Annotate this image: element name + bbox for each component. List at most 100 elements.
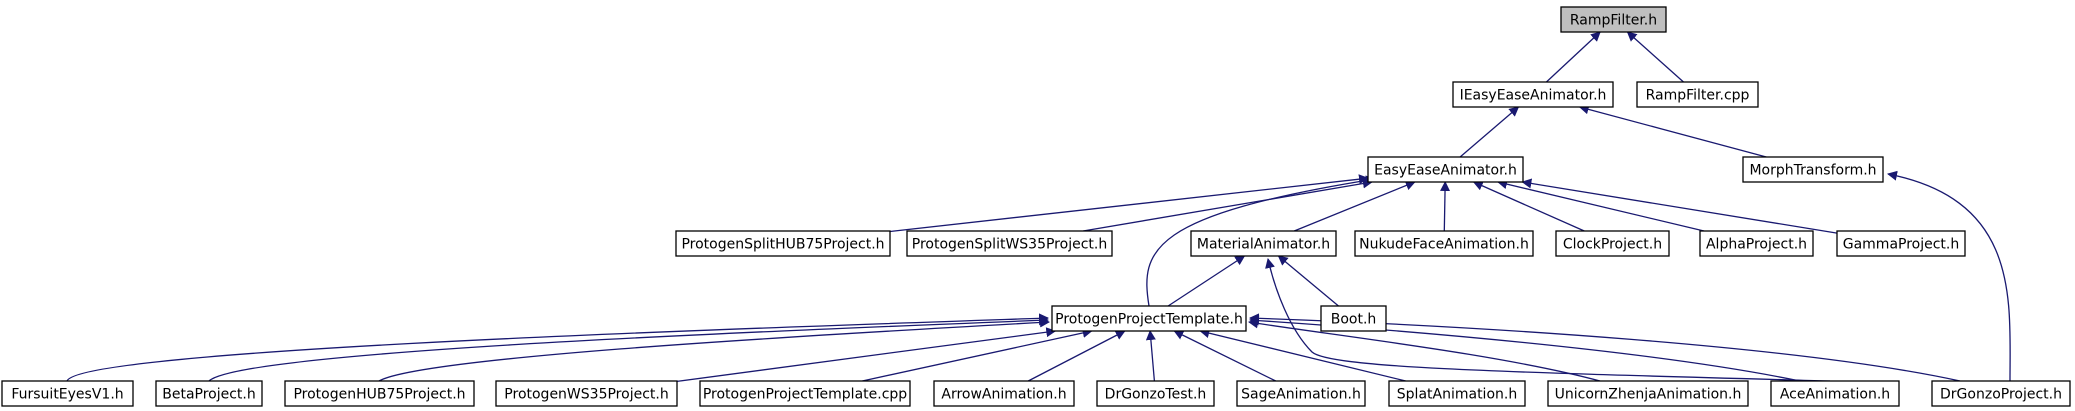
node-drgonzoproject[interactable]: DrGonzoProject.h [1931,380,2071,407]
node-box [1354,230,1534,257]
node-splat[interactable]: SplatAnimation.h [1388,380,1526,407]
node-alpha[interactable]: AlphaProject.h [1699,230,1814,257]
node-box [155,380,263,407]
edge-alpha-to-easyease [1497,179,1705,232]
node-sage[interactable]: SageAnimation.h [1236,380,1366,407]
node-fursuit[interactable]: FursuitEyesV1.h [1,380,134,407]
node-label: UnicornZhenjaAnimation.h [1555,387,1742,403]
edge-drgonzotest-to-template_h [1145,330,1156,382]
edge-clock-to-easyease [1472,181,1585,232]
edge-template_h-to-easyease [1146,175,1376,307]
node-box [495,380,678,407]
edge-morph-to-ieasyease [1578,104,1767,158]
node-label: EasyEaseAnimator.h [1374,163,1517,179]
node-label: ProtogenSplitWS35Project.h [912,237,1107,253]
node-box [675,230,891,257]
node-nukude[interactable]: NukudeFaceAnimation.h [1354,230,1534,257]
node-unicorn[interactable]: UnicornZhenjaAnimation.h [1547,380,1749,407]
node-beta[interactable]: BetaProject.h [155,380,263,407]
node-label: RampFilter.cpp [1646,88,1750,104]
edge-ieasyease-to-rampfilter_h [1545,31,1601,83]
node-label: MaterialAnimator.h [1197,237,1330,253]
node-box [1096,380,1215,407]
edge-sage-to-template_h [1173,330,1276,382]
node-rampfilter-cpp[interactable]: RampFilter.cpp [1636,81,1759,108]
edge-arrow-to-template_h [1027,330,1126,382]
node-box [906,230,1113,257]
node-splitws35[interactable]: ProtogenSplitWS35Project.h [906,230,1113,257]
edge-ace-to-material [1265,258,1831,382]
node-label: DrGonzoProject.h [1940,387,2062,403]
node-label: ProtogenWS35Project.h [504,387,668,403]
node-label: SplatAnimation.h [1397,387,1517,403]
node-label: ArrowAnimation.h [941,387,1066,403]
node-label: AlphaProject.h [1706,237,1807,253]
node-label: IEasyEaseAnimator.h [1460,88,1607,104]
node-box [1388,380,1526,407]
node-drgonzotest[interactable]: DrGonzoTest.h [1096,380,1215,407]
node-boot[interactable]: Boot.h [1320,305,1387,332]
edge-ws35-to-template_h [676,327,1057,383]
node-ieasyease[interactable]: IEasyEaseAnimator.h [1452,81,1614,108]
edges-layer [66,31,2011,383]
node-ws35[interactable]: ProtogenWS35Project.h [495,380,678,407]
node-box [1452,81,1614,108]
node-hub75[interactable]: ProtogenHUB75Project.h [284,380,475,407]
edge-ace-to-template_h [1249,315,1801,382]
edge-boot-to-material [1277,255,1339,307]
node-box [1320,305,1387,332]
node-label: DrGonzoTest.h [1105,387,1207,403]
edge-beta-to-template_h [208,315,1049,382]
node-label: ProtogenSplitHUB75Project.h [681,237,884,253]
node-label: BetaProject.h [162,387,256,403]
node-box [933,380,1075,407]
edge-easyease-to-ieasyease [1459,106,1520,158]
node-label: GammaProject.h [1843,237,1960,253]
node-label: FursuitEyesV1.h [11,387,123,403]
node-box [1699,230,1814,257]
node-box [1555,230,1670,257]
node-ace[interactable]: AceAnimation.h [1770,380,1900,407]
edge-template_h-to-material [1167,255,1246,307]
node-template-h[interactable]: ProtogenProjectTemplate.h [1051,305,1247,332]
node-box [1051,305,1247,332]
node-box [284,380,475,407]
edge-template_cpp-to-template_h [862,328,1093,382]
node-label: AceAnimation.h [1780,387,1890,403]
node-gamma[interactable]: GammaProject.h [1836,230,1966,257]
edge-gamma-to-easyease [1521,178,1838,234]
node-morph[interactable]: MorphTransform.h [1742,156,1884,183]
node-label: ClockProject.h [1563,237,1662,253]
edge-drgonzoproject-to-morph [1887,170,2011,382]
edge-fursuit-to-template_h [66,313,1049,382]
node-box [1547,380,1749,407]
node-clock[interactable]: ClockProject.h [1555,230,1670,257]
node-rampfilter-h[interactable]: RampFilter.h [1560,6,1667,33]
edge-splat-to-template_h [1199,328,1406,382]
node-label: MorphTransform.h [1749,163,1876,179]
edge-nukude-to-easyease [1440,181,1451,232]
node-label: ProtogenHUB75Project.h [293,387,465,403]
node-template-cpp[interactable]: ProtogenProjectTemplate.cpp [699,380,911,407]
node-arrow[interactable]: ArrowAnimation.h [933,380,1075,407]
node-easyease[interactable]: EasyEaseAnimator.h [1367,156,1524,183]
node-splithub75[interactable]: ProtogenSplitHUB75Project.h [675,230,891,257]
node-label: RampFilter.h [1570,13,1657,29]
edge-splithub75-to-easyease [889,174,1369,233]
node-label: Boot.h [1331,312,1377,328]
node-box [1931,380,2071,407]
edge-hub75-to-template_h [378,317,1050,382]
node-box [1560,6,1667,33]
edge-material-to-easyease [1293,180,1416,232]
node-box [1636,81,1759,108]
edge-unicorn-to-template_h [1248,318,1601,382]
node-box [1236,380,1366,407]
node-box [1742,156,1884,183]
node-box [699,380,911,407]
node-material[interactable]: MaterialAnimator.h [1190,230,1337,257]
edge-splitws35-to-easyease [1082,178,1373,232]
node-label: ProtogenProjectTemplate.cpp [703,387,907,403]
node-label: NukudeFaceAnimation.h [1359,237,1529,253]
